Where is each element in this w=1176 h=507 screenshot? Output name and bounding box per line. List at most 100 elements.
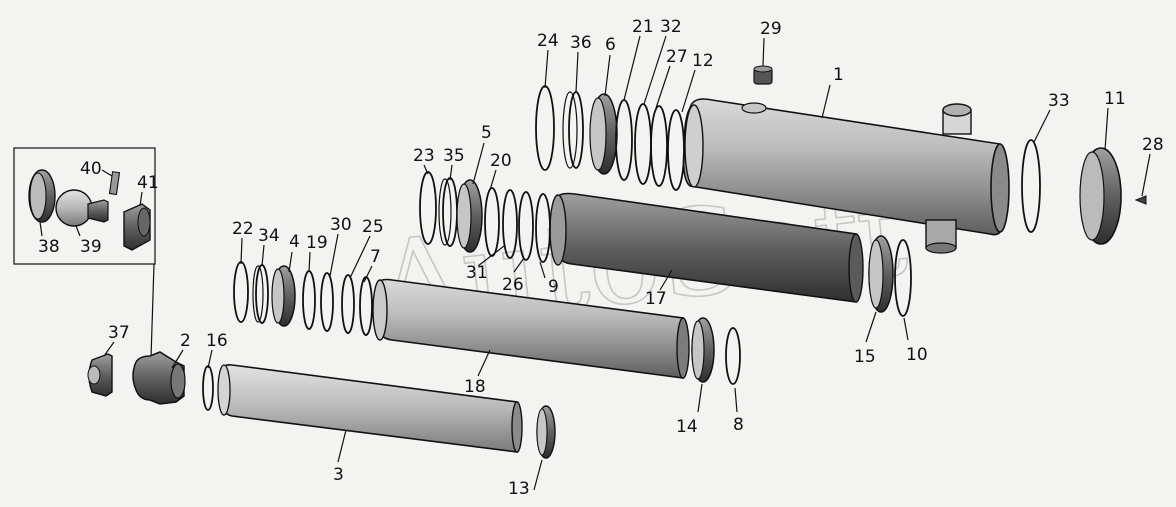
leader-line-2 [171,349,184,369]
callout-label-16: 16 [206,331,228,351]
callout-label-14: 14 [676,417,698,437]
part-2-rod-eye [132,351,186,405]
leader-line-36 [575,51,579,93]
callout-label-38: 38 [38,237,60,257]
callout-label-12: 12 [692,51,714,71]
leader-line-8 [734,387,738,413]
leader-line-35 [449,164,453,181]
callout-label-37: 37 [108,323,130,343]
leader-line-39 [75,225,81,237]
leader-line-20 [489,169,497,191]
callout-label-18: 18 [464,377,486,397]
callout-label-32: 32 [660,17,682,37]
leader-line-3 [337,429,347,463]
callout-label-17: 17 [645,289,667,309]
callout-label-5: 5 [481,123,492,143]
callout-label-3: 3 [333,465,344,485]
part-38-bushing [28,169,56,223]
callout-label-31: 31 [466,263,488,283]
callout-label-40: 40 [80,159,102,179]
callout-label-20: 20 [490,151,512,171]
callout-label-22: 22 [232,219,254,239]
leader-line-5 [472,142,485,185]
callout-label-19: 19 [306,233,328,253]
callout-label-9: 9 [548,277,559,297]
leader-line-26 [513,257,525,273]
leader-line-10 [903,317,909,341]
callout-label-39: 39 [80,237,102,257]
leader-line-23 [423,164,429,175]
callout-label-28: 28 [1142,135,1164,155]
callout-label-8: 8 [733,415,744,435]
leader-line-28 [1141,153,1151,197]
rings-group-middle [419,171,912,317]
leader-line-29 [762,37,765,67]
leader-line-18 [477,349,491,377]
leader-line-7 [363,265,373,283]
leader-line-31 [477,245,505,267]
callout-label-36: 36 [570,33,592,53]
leader-line-25 [349,235,371,279]
callout-label-30: 30 [330,215,352,235]
callout-label-25: 25 [362,217,384,237]
part-41-block [123,203,151,251]
callout-label-7: 7 [370,247,381,267]
leader-line-16 [207,349,213,369]
part-39-ball-joint [55,189,109,227]
part-18-middle-tube [372,278,690,379]
leader-line-40 [101,169,113,177]
callout-label-23: 23 [413,146,435,166]
callout-label-15: 15 [854,347,876,367]
part-3-rod [217,364,523,453]
callout-label-11: 11 [1104,89,1126,109]
callout-label-13: 13 [508,479,530,499]
callout-label-33: 33 [1048,91,1070,111]
leader-line-17 [659,269,673,291]
leader-line-41 [139,191,143,207]
part-40-pin [108,171,121,196]
leader-line-30 [329,233,339,277]
leader-line-4 [288,251,293,273]
leader-line-34 [261,244,265,267]
leader-line-14 [697,383,703,413]
callout-label-1: 1 [833,65,844,85]
callout-label-6: 6 [605,35,616,55]
leader-line-38 [39,221,43,237]
leader-line-11 [1104,107,1109,151]
part-17-inner-tube [549,192,864,303]
leader-line-19 [308,251,311,273]
callout-label-27: 27 [666,47,688,67]
callout-label-2: 2 [180,331,191,351]
part-37-nut [87,353,113,397]
callout-label-24: 24 [537,31,559,51]
callout-label-41: 41 [137,173,159,193]
leader-line-33 [1033,109,1051,143]
leader-line-6 [604,54,611,97]
leader-line-12 [681,69,696,113]
inset-leader [150,263,155,359]
rings-group-top [535,65,1147,245]
leader-line-37 [103,341,115,357]
callout-label-26: 26 [502,275,524,295]
leader-line-24 [544,49,549,89]
callout-label-35: 35 [443,146,465,166]
part-1-cylinder-body [682,98,1010,254]
callout-label-34: 34 [258,226,280,246]
leader-line-9 [539,261,546,279]
callout-labels: 1234567891011121314151617181920212223242… [38,17,1164,499]
leader-line-15 [865,311,877,343]
leader-line-1 [821,84,831,119]
leader-line-13 [533,459,543,491]
callout-label-29: 29 [760,19,782,39]
leader-line-21 [623,35,641,101]
leader-line-22 [240,237,243,265]
rings-group-lower [202,261,741,459]
leader-line-27 [655,65,671,109]
callout-label-21: 21 [632,17,654,37]
callout-label-10: 10 [906,345,928,365]
inset-frame [13,147,156,265]
callout-label-4: 4 [289,232,300,252]
leader-line-32 [643,35,667,105]
